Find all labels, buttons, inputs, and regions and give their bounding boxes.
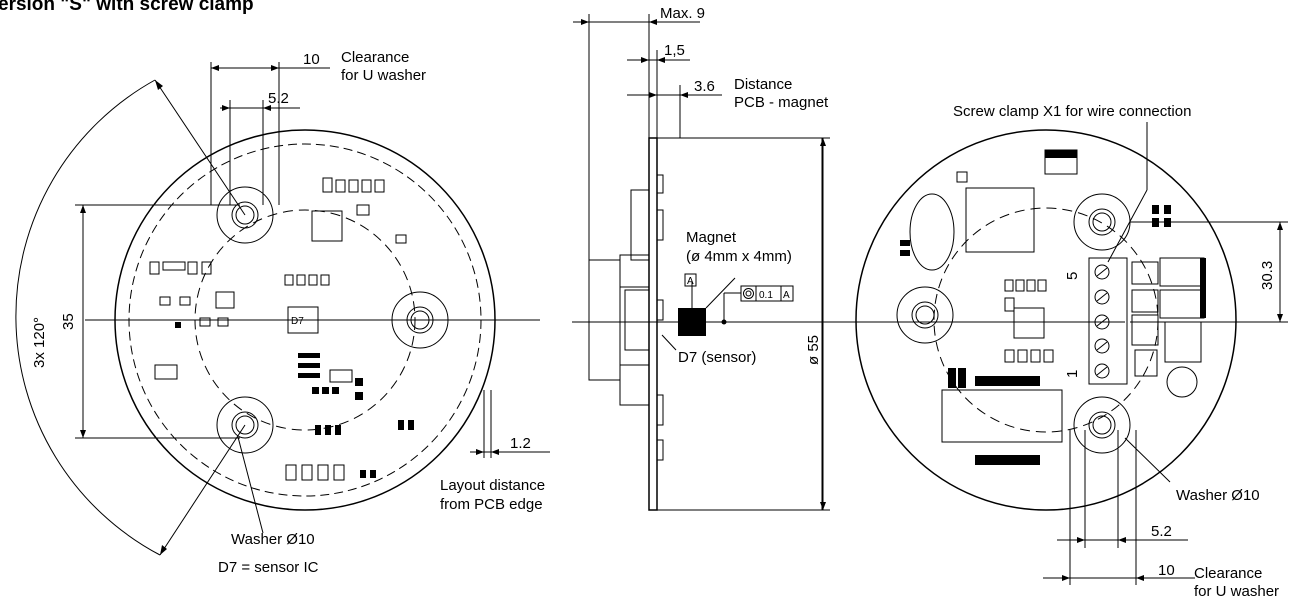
pin-1-label: 1 xyxy=(1064,370,1081,378)
screw-clamp-x1 xyxy=(1088,257,1128,385)
left-pcb-view: 10 Clearance for U washer 5.2 35 3x 120°… xyxy=(15,49,550,576)
side-pcb xyxy=(648,137,658,511)
screw-clamp-label: Screw clamp X1 for wire connection xyxy=(953,103,1191,120)
thickness-dim-value: 1,5 xyxy=(664,42,685,59)
pin-5-label: 5 xyxy=(1064,272,1081,280)
edge-dim-value: 1.2 xyxy=(510,435,531,452)
clearance-label: Clearance xyxy=(341,49,409,66)
left-components xyxy=(149,177,414,481)
spacing-dim-value: 35 xyxy=(60,313,77,330)
right-mounting-hole-top xyxy=(1073,193,1131,251)
magnet-label: Magnet xyxy=(686,229,737,246)
right-mounting-hole-left xyxy=(896,286,954,344)
datum-a-box xyxy=(684,273,697,287)
clearance-label-2: for U washer xyxy=(341,67,426,84)
tolerance-datum: A xyxy=(783,290,790,301)
diameter-dim-value: ø 55 xyxy=(805,335,822,365)
right-washer-label: Washer Ø10 xyxy=(1176,487,1260,504)
distance-dim-value: 3.6 xyxy=(694,78,715,95)
side-outline xyxy=(656,137,823,511)
sensor-ic-d7-label: D7 xyxy=(291,316,304,327)
clearance-dim-value: 10 xyxy=(303,51,320,68)
datum-a-label: A xyxy=(687,276,694,287)
left-mounting-hole-right xyxy=(391,291,449,349)
right-pcb-outline xyxy=(855,129,1237,511)
left-mounting-hole-bottom xyxy=(216,396,274,454)
angle-dim-value: 3x 120° xyxy=(31,317,48,368)
layout-distance-label: Layout distance xyxy=(440,477,545,494)
right-pcb-view: 5 1 Screw clamp X1 for wire connection 3… xyxy=(840,103,1288,600)
angle-dim-arc xyxy=(15,79,161,556)
sensor-ic-d7 xyxy=(287,306,319,334)
right-clearance-dim-value: 10 xyxy=(1158,562,1175,579)
hole-dim-value: 5.2 xyxy=(268,90,289,107)
right-clearance-label-2: for U washer xyxy=(1194,583,1279,600)
magnet xyxy=(678,308,706,336)
right-hole-dim-value: 5.2 xyxy=(1151,523,1172,540)
side-view: Max. 9 1,5 3.6 Distance PCB - magnet A M… xyxy=(572,5,850,511)
tolerance-frame: 0.1 A xyxy=(740,285,794,302)
tolerance-value: 0.1 xyxy=(759,290,773,301)
distance-label-2: PCB - magnet xyxy=(734,94,829,111)
right-components xyxy=(900,149,1206,465)
side-components xyxy=(588,174,664,461)
layout-distance-label-2: from PCB edge xyxy=(440,496,543,513)
sensor-label: D7 (sensor) xyxy=(678,349,756,366)
drawing-title: ersion "S" with screw clamp xyxy=(0,0,254,15)
left-mounting-hole-top xyxy=(216,186,274,244)
max-dim-value: Max. 9 xyxy=(660,5,705,22)
left-washer-label: Washer Ø10 xyxy=(231,531,315,548)
sensor-ic-note: D7 = sensor IC xyxy=(218,559,319,576)
magnet-size-label: (ø 4mm x 4mm) xyxy=(686,248,792,265)
distance-label: Distance xyxy=(734,76,792,93)
right-mounting-hole-bottom xyxy=(1073,396,1131,454)
offset-dim-value: 30.3 xyxy=(1259,261,1276,290)
right-bolt-circle xyxy=(933,207,1159,433)
right-clearance-label: Clearance xyxy=(1194,565,1262,582)
